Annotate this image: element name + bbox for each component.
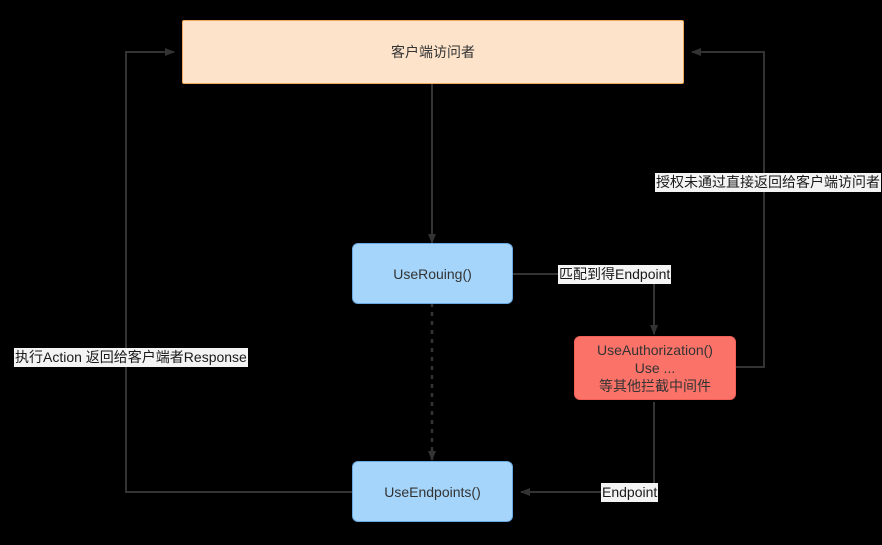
- edge-label-match-endpoint: 匹配到得Endpoint: [558, 265, 672, 284]
- node-useendpoints[interactable]: UseEndpoints(): [352, 461, 513, 522]
- edge-useauthorization-to-client: [691, 48, 765, 368]
- node-useauthorization-label-line2: Use ...: [634, 360, 676, 376]
- edge-useauthorization-to-useendpoints: [520, 402, 655, 496]
- node-client[interactable]: 客户端访问者: [182, 20, 684, 84]
- node-useauthorization-label-line1: UseAuthorization(): [597, 342, 713, 358]
- node-useendpoints-label: UseEndpoints(): [384, 483, 481, 500]
- node-userouting-label: UseRouing(): [393, 265, 472, 282]
- node-useauthorization[interactable]: UseAuthorization() Use ... 等其他拦截中间件: [574, 336, 736, 400]
- edge-label-endpoint: Endpoint: [601, 483, 659, 502]
- edge-label-auth-failed-return: 授权未通过直接返回给客户端访问者: [655, 173, 881, 192]
- node-userouting[interactable]: UseRouing(): [352, 243, 513, 304]
- edge-label-action-response: 执行Action 返回给客户端者Response: [14, 348, 248, 367]
- node-useauthorization-label-line3: 等其他拦截中间件: [599, 378, 711, 394]
- node-client-label: 客户端访问者: [391, 44, 475, 60]
- edge-useendpoints-to-client: [125, 48, 352, 493]
